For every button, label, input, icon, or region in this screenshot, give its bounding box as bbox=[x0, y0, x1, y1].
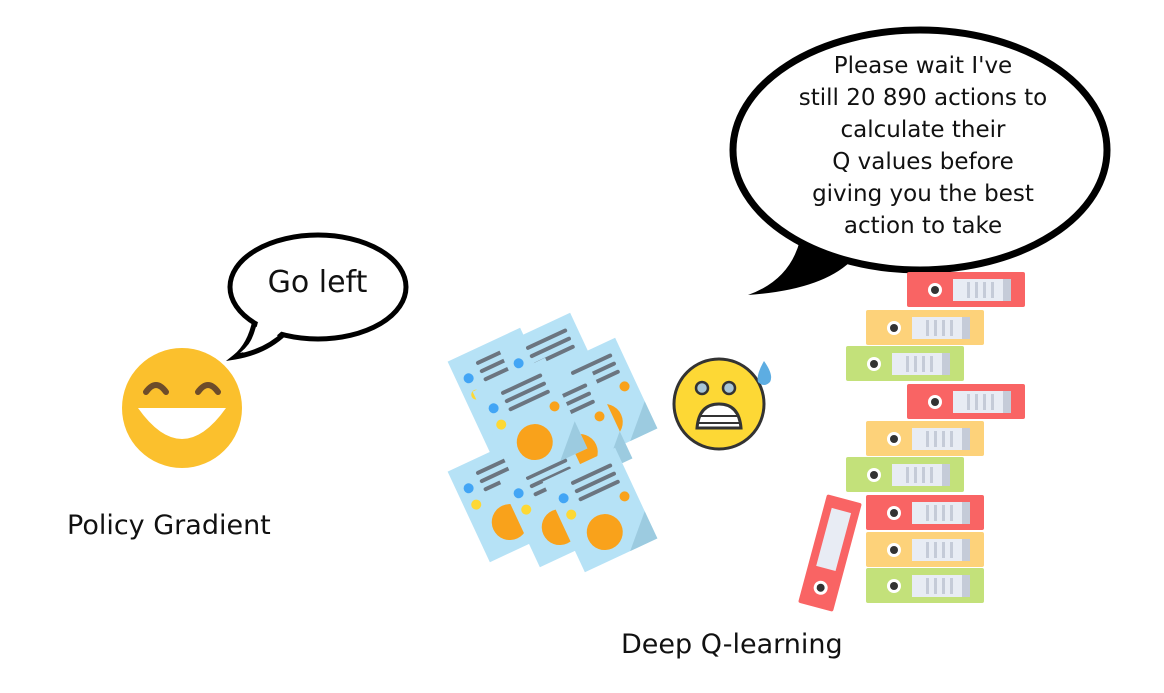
happy-face-icon bbox=[122, 348, 242, 468]
binder bbox=[846, 346, 964, 381]
binder bbox=[866, 532, 984, 567]
speech-bubble-small bbox=[225, 232, 409, 362]
speech-line: Q values before bbox=[832, 149, 1014, 175]
binder bbox=[866, 568, 984, 603]
deep-q-learning-label: Deep Q-learning bbox=[621, 629, 843, 660]
document-sheet bbox=[472, 357, 588, 483]
speech-line: Please wait I've bbox=[833, 53, 1013, 79]
speech-text-dqn: Please wait I've still 20 890 actions to… bbox=[748, 50, 1098, 242]
speech-text-go-left: Go left bbox=[267, 265, 368, 300]
policy-gradient-label: Policy Gradient bbox=[67, 510, 271, 541]
fallen-binder-icon bbox=[798, 494, 862, 612]
binder bbox=[846, 457, 964, 492]
binder bbox=[866, 310, 984, 345]
binder bbox=[907, 272, 1025, 307]
speech-line: action to take bbox=[843, 213, 1003, 239]
binder bbox=[866, 421, 984, 456]
binder bbox=[866, 495, 984, 530]
document-sheet bbox=[542, 447, 658, 573]
anxious-face-icon bbox=[672, 357, 772, 451]
binder-stack-icon bbox=[846, 272, 1025, 603]
speech-bubble-large bbox=[729, 26, 1111, 295]
document-pile-icon bbox=[447, 312, 658, 573]
speech-line: giving you the best bbox=[812, 181, 1034, 207]
binder bbox=[907, 384, 1025, 419]
speech-line: still 20 890 actions to bbox=[798, 85, 1048, 111]
speech-line: calculate their bbox=[840, 117, 1006, 143]
